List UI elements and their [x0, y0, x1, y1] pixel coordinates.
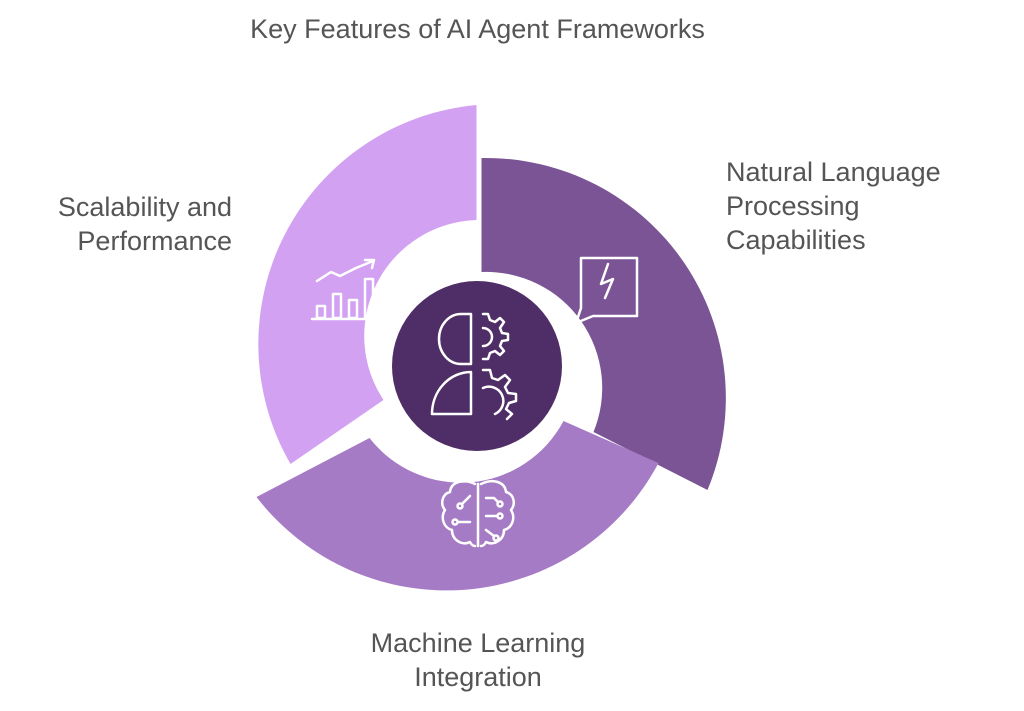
speech-bubble-icon	[574, 256, 639, 325]
label-ml: Machine Learning Integration	[370, 628, 586, 692]
center-circle	[392, 281, 562, 451]
label-nlp: Natural Language Processing Capabilities	[726, 157, 941, 255]
label-scalability: Scalability and Performance	[57, 192, 232, 256]
ai-head-gears-icon	[430, 312, 518, 421]
growth-chart-icon	[310, 258, 384, 321]
diagram-title: Key Features of AI Agent Frameworks	[250, 14, 705, 44]
segment-scalability[interactable]	[258, 105, 477, 464]
segment-nlp[interactable]	[481, 157, 726, 490]
brain-circuit-icon	[441, 480, 515, 548]
